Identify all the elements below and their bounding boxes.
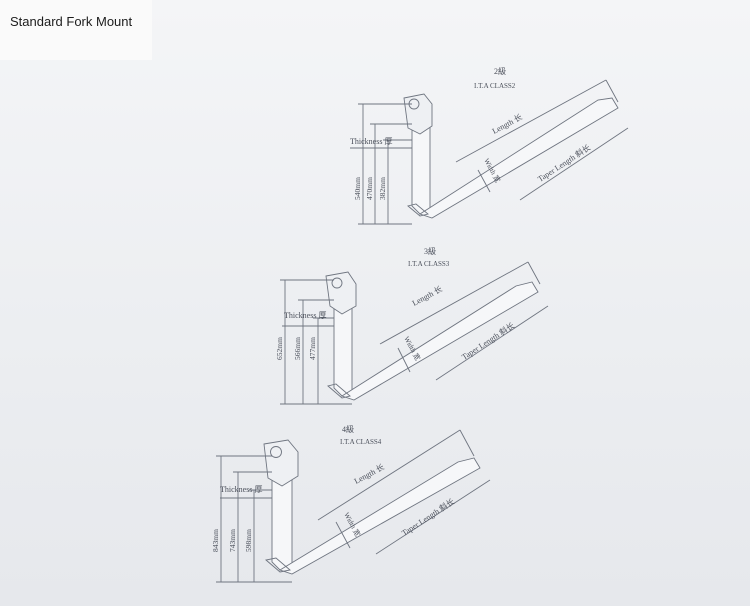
thickness-label: Thickness 厚 xyxy=(350,137,392,146)
height-label: 566mm xyxy=(293,337,302,360)
height-label: 743mm xyxy=(228,529,237,552)
length-label: Length 长 xyxy=(352,462,386,486)
height-label: 540mm xyxy=(353,177,362,200)
class-label: I.T.A CLASS2 xyxy=(474,82,516,90)
height-label: 652mm xyxy=(275,337,284,360)
title-box xyxy=(0,0,152,60)
fork-drawing-class2 xyxy=(350,79,629,225)
height-label: 598mm xyxy=(244,529,253,552)
fork-drawing-class4 xyxy=(216,429,491,583)
length-label: Length 长 xyxy=(410,284,444,308)
class-cn-label: 2級 xyxy=(494,66,506,76)
class-label: I.T.A CLASS4 xyxy=(340,438,382,446)
class-label: I.T.A CLASS3 xyxy=(408,260,450,268)
height-label: 477mm xyxy=(308,337,317,360)
height-label: 470mm xyxy=(365,177,374,200)
height-label: 843mm xyxy=(211,529,220,552)
length-label: Length 长 xyxy=(490,112,524,136)
height-label: 382mm xyxy=(378,177,387,200)
fork-drawing-class3 xyxy=(280,261,549,405)
thickness-label: Thickness 厚 xyxy=(284,311,326,320)
class-cn-label: 4級 xyxy=(342,424,354,434)
thickness-label: Thickness 厚 xyxy=(220,485,262,494)
page-title: Standard Fork Mount xyxy=(10,14,133,29)
class-cn-label: 3級 xyxy=(424,246,436,256)
